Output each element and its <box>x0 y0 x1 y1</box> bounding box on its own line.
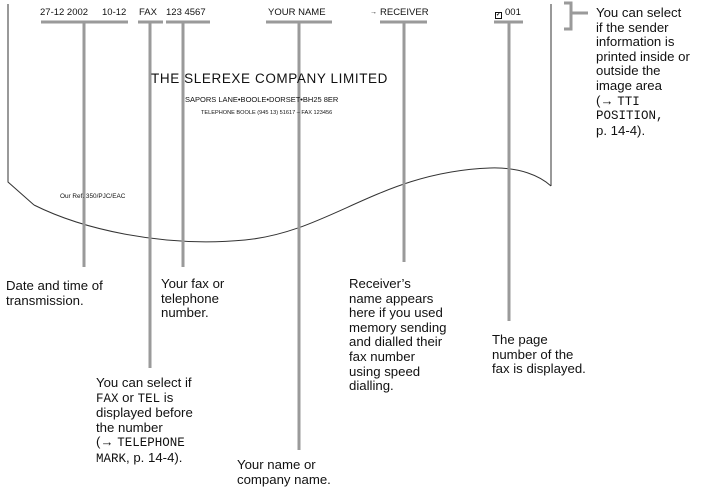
mark-line-3: displayed before <box>96 405 193 421</box>
letterhead-telephone: TELEPHONE BOOLE (945 13) 51617 – FAX 123… <box>201 110 333 116</box>
mark-tel-keyword: TEL <box>137 391 161 406</box>
page-number-line-3: fax is displayed. <box>492 361 586 377</box>
mark-line-5: (→ TELEPHONE <box>96 435 193 451</box>
date-time-line-1: Date and time of <box>6 278 103 293</box>
tti-callout: You can select if the sender information… <box>596 5 690 138</box>
receiver-line-3: here if you used <box>349 305 443 321</box>
letterhead-ref: Our Ref. 350/PJC/EAC <box>60 193 126 200</box>
mark-line-2: FAX or TEL is <box>96 389 193 407</box>
fax-number-line-2: telephone <box>161 290 219 306</box>
name-line-1: Your name or <box>237 457 316 472</box>
receiver-line-1: Receiver’s <box>349 276 411 291</box>
tti-line-6: image area <box>596 77 662 93</box>
mark-callout: You can select if FAX or TEL is displaye… <box>96 375 193 467</box>
page-number-line-1: The page <box>492 332 548 347</box>
header-receiver: RECEIVER <box>380 7 429 18</box>
header-name: YOUR NAME <box>268 7 326 18</box>
receiver-line-5: and dialled their <box>349 334 443 350</box>
receiver-callout: Receiver’s name appears here if you used… <box>349 276 447 394</box>
receiver-line-2: name appears <box>349 290 434 306</box>
page-torn-edge <box>33 167 552 243</box>
receiver-line-4: memory sending <box>349 319 447 335</box>
page-number-callout: The page number of the fax is displayed. <box>492 332 586 377</box>
tti-arrow-icon: (→ <box>596 92 618 108</box>
mark-is-text: is <box>160 389 174 405</box>
name-callout: Your name or company name. <box>237 457 331 487</box>
fax-number-line-1: Your fax or <box>161 276 225 291</box>
header-number: 123 4567 <box>166 7 206 18</box>
header-time: 10-12 <box>102 7 127 18</box>
name-line-2: company name. <box>237 471 331 487</box>
header-page: ✓001 <box>495 7 521 19</box>
header-arrow-icon: → <box>370 9 377 16</box>
page-icon: ✓ <box>495 12 502 19</box>
tti-line-5: outside the <box>596 63 661 79</box>
page-number-line-2: number of the <box>492 346 574 362</box>
receiver-line-7: using speed <box>349 363 421 379</box>
tti-line-7: (→ TTI <box>596 92 690 110</box>
date-time-line-2: transmission. <box>6 292 84 308</box>
mark-line-1: You can select if <box>96 375 192 390</box>
page-left-edge <box>7 4 35 206</box>
letterhead-address: SAPORS LANE•BOOLE•DORSET•BH25 8ER <box>185 95 339 104</box>
tti-line-1: You can select <box>596 5 682 20</box>
mark-fax-keyword: FAX <box>96 391 119 406</box>
header-mark: FAX <box>139 7 157 18</box>
tti-bracket <box>564 1 573 31</box>
tti-line-4: printed inside or <box>596 48 690 64</box>
letterhead-company: THE SLEREXE COMPANY LIMITED <box>151 71 388 86</box>
receiver-line-6: fax number <box>349 348 415 364</box>
mark-telephone-keyword: TELEPHONE <box>117 436 185 451</box>
tti-line-9: p. 14-4). <box>596 122 646 138</box>
mark-arrow-icon: (→ <box>96 434 118 450</box>
mark-or-text: or <box>118 389 138 405</box>
tti-line-8: POSITION, <box>596 109 664 124</box>
tti-line-2: if the sender <box>596 19 669 35</box>
header-date: 27-12 2002 <box>40 7 89 18</box>
fax-number-line-3: number. <box>161 305 209 321</box>
mark-line-4: the number <box>96 419 163 435</box>
fax-number-callout: Your fax or telephone number. <box>161 276 225 321</box>
header-page-number: 001 <box>505 7 521 18</box>
receiver-line-8: dialling. <box>349 378 394 394</box>
mark-mark-keyword: MARK <box>96 451 127 466</box>
date-time-callout: Date and time of transmission. <box>6 278 103 308</box>
mark-page-ref: , p. 14-4). <box>126 449 183 465</box>
tti-line-3: information is <box>596 34 675 50</box>
tti-keyword: TTI <box>617 94 640 109</box>
mark-line-6: MARK, p. 14-4). <box>96 449 193 467</box>
